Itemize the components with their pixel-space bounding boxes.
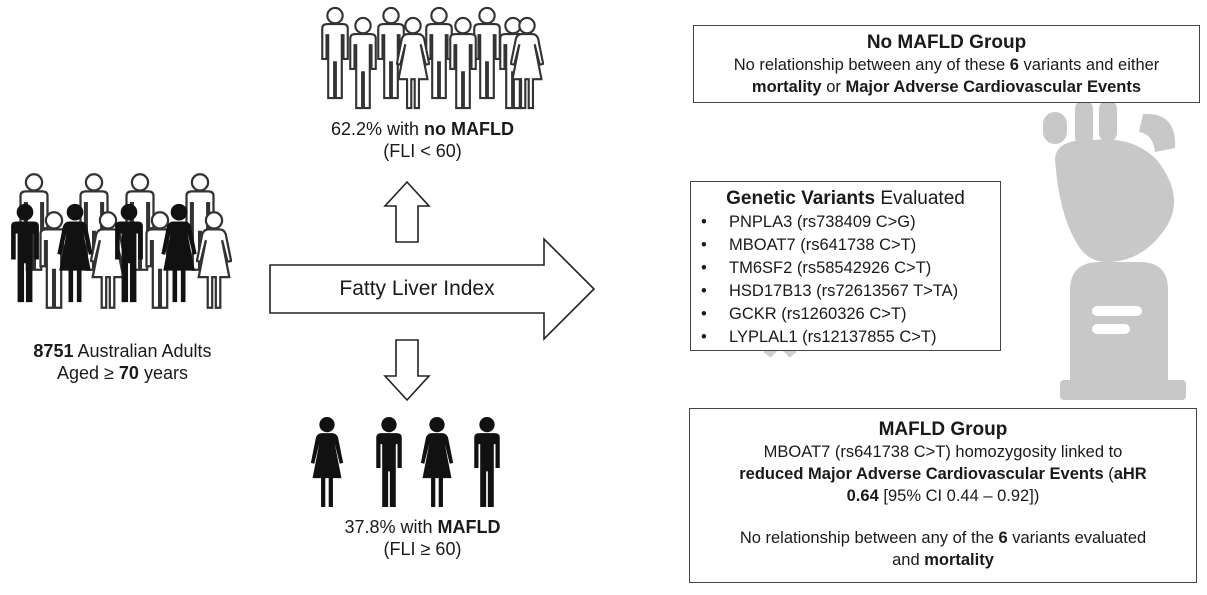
outline-person-icon xyxy=(446,15,480,111)
filled-person-icon xyxy=(310,414,344,510)
mafld-label: 37.8% with MAFLD (FLI ≥ 60) xyxy=(300,516,545,560)
list-item: TM6SF2 (rs58542926 C>T) xyxy=(691,257,1000,280)
arrow-right-icon xyxy=(269,237,596,341)
mafld-box-spacer xyxy=(690,507,1196,527)
list-item: GCKR (rs1260326 C>T) xyxy=(691,303,1000,326)
mafld-reduced-mace: reduced Major Adverse Cardiovascular Eve… xyxy=(739,465,1104,483)
variants-title-rest: Evaluated xyxy=(875,188,965,209)
age-label-post: years xyxy=(138,363,188,383)
mafld-l4-pre: No relationship between any of the xyxy=(739,529,999,547)
outline-person-icon xyxy=(196,210,232,310)
population-label: 8751 Australian Adults Aged ≥ 70 years xyxy=(0,340,245,384)
mafld-paren: ( xyxy=(1103,465,1114,483)
filled-person-icon xyxy=(56,202,94,304)
population-desc: Australian Adults xyxy=(73,341,212,361)
mafld-criteria: (FLI ≥ 60) xyxy=(383,539,462,559)
outline-person-icon xyxy=(510,15,544,111)
arrow-up-icon xyxy=(383,180,431,243)
no-mafld-l2-mace: Major Adverse Cardiovascular Events xyxy=(845,78,1142,96)
no-mafld-box: No MAFLD Group No relationship between a… xyxy=(693,25,1200,103)
mafld-box-line5: and mortality xyxy=(690,549,1196,571)
no-mafld-l2-mortality: mortality xyxy=(751,78,822,96)
population-count: 8751 xyxy=(33,341,74,361)
no-mafld-criteria: (FLI < 60) xyxy=(383,141,462,161)
arrow-down-icon xyxy=(383,339,431,402)
no-mafld-box-line1: No relationship between any of these 6 v… xyxy=(694,54,1199,76)
mafld-box-line2: reduced Major Adverse Cardiovascular Eve… xyxy=(690,463,1196,485)
list-item: LYPLAL1 (rs12137855 C>T) xyxy=(691,326,1000,349)
mafld-l5-pre: and xyxy=(892,551,925,569)
no-mafld-l2-or: or xyxy=(821,78,846,96)
no-mafld-people-group xyxy=(310,5,550,115)
mafld-box: MAFLD Group MBOAT7 (rs641738 C>T) homozy… xyxy=(689,408,1197,583)
heart-icon xyxy=(1043,100,1176,263)
mafld-term: MAFLD xyxy=(437,517,501,537)
population-people-group xyxy=(0,168,240,308)
mafld-people-group xyxy=(310,414,520,514)
filled-person-icon xyxy=(372,414,406,510)
filled-person-icon xyxy=(6,202,44,304)
no-mafld-label: 62.2% with no MAFLD (FLI < 60) xyxy=(300,118,545,162)
filled-person-icon xyxy=(110,202,148,304)
mafld-l5-mortality: mortality xyxy=(924,551,994,569)
fli-arrow-label: Fatty Liver Index xyxy=(339,277,495,300)
no-mafld-box-title: No MAFLD Group xyxy=(866,32,1027,53)
variants-list: PNPLA3 (rs738409 C>G) MBOAT7 (rs641738 C… xyxy=(691,211,1000,349)
no-mafld-pct: 62.2% with xyxy=(330,119,425,139)
no-mafld-l1-pre: No relationship between any of these xyxy=(733,56,1010,74)
outline-person-icon xyxy=(396,15,430,111)
mafld-ahr-value: 0.64 xyxy=(846,487,879,505)
tombstone-icon xyxy=(1060,262,1186,400)
mafld-box-title: MAFLD Group xyxy=(878,419,1008,440)
mafld-pct: 37.8% with xyxy=(344,517,438,537)
list-item: MBOAT7 (rs641738 C>T) xyxy=(691,234,1000,257)
age-label-pre: Aged ≥ xyxy=(57,363,119,383)
list-item: HSD17B13 (rs72613567 T>TA) xyxy=(691,280,1000,303)
mafld-ci: [95% CI 0.44 – 0.92]) xyxy=(878,487,1040,505)
no-mafld-term: no MAFLD xyxy=(424,119,515,139)
filled-person-icon xyxy=(160,202,198,304)
mafld-l4-post: variants evaluated xyxy=(1007,529,1147,547)
age-value: 70 xyxy=(118,363,139,383)
genetic-variants-box: Genetic Variants Evaluated PNPLA3 (rs738… xyxy=(690,181,1001,351)
no-mafld-box-line2: mortality or Major Adverse Cardiovascula… xyxy=(694,76,1199,98)
no-mafld-l1-num: 6 xyxy=(1009,56,1019,74)
variants-title-bold: Genetic Variants xyxy=(726,188,876,209)
no-mafld-l1-post: variants and either xyxy=(1018,56,1160,74)
mafld-box-line1: MBOAT7 (rs641738 C>T) homozygosity linke… xyxy=(763,443,1123,461)
mafld-l4-num: 6 xyxy=(998,529,1008,547)
list-item: PNPLA3 (rs738409 C>G) xyxy=(691,211,1000,234)
filled-person-icon xyxy=(420,414,454,510)
variants-box-title: Genetic Variants Evaluated xyxy=(691,187,1000,211)
outline-person-icon xyxy=(346,15,380,111)
filled-person-icon xyxy=(470,414,504,510)
mafld-box-line3: 0.64 [95% CI 0.44 – 0.92]) xyxy=(690,485,1196,507)
mafld-ahr-label: aHR xyxy=(1113,465,1147,483)
mafld-box-line4: No relationship between any of the 6 var… xyxy=(690,527,1196,549)
